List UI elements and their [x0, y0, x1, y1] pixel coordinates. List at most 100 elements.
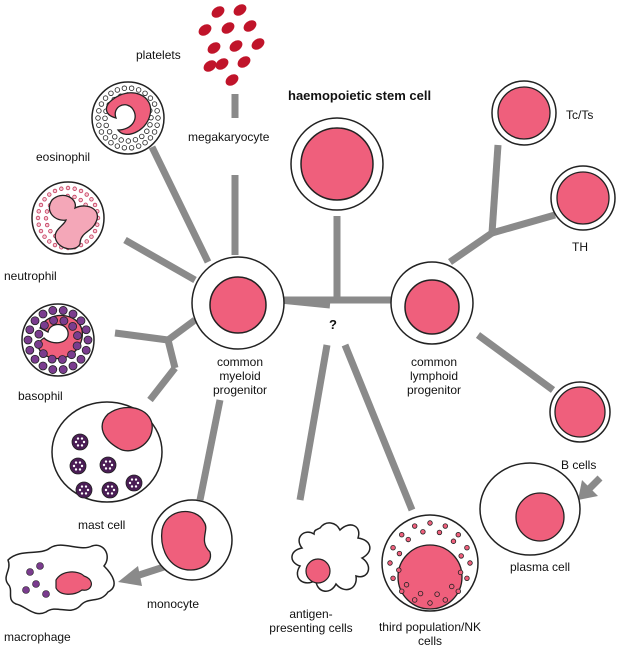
eosinophil-granule [154, 122, 160, 128]
neutrophil-granule [78, 197, 83, 203]
macrophage-granule [42, 590, 50, 598]
basophil-granule [40, 320, 49, 330]
connector-question-apc [296, 344, 331, 501]
label-stem-cell: haemopoietic stem cell [288, 88, 432, 103]
connector-question-myeloid [279, 296, 331, 309]
basophil-granule [81, 325, 91, 335]
basophil-granule [30, 354, 40, 364]
basophil-granule [38, 309, 48, 319]
basophil-granule [48, 306, 58, 315]
neutrophil-granule [42, 197, 47, 202]
mast-granule [101, 481, 119, 499]
nk-granule [405, 536, 411, 543]
nk-granule [464, 544, 470, 551]
nk-granule [455, 532, 461, 538]
nk-granule [457, 569, 464, 576]
basophil-granule [34, 329, 44, 339]
nk-granule [427, 520, 433, 526]
label-macrophage: macrophage [4, 630, 71, 644]
basophil-granule [34, 340, 43, 349]
basophil-granule [59, 316, 69, 326]
eosinophil-granule [96, 108, 102, 114]
eosinophil-granule [118, 137, 124, 143]
connector-lines [114, 94, 556, 512]
tc-ts-cell [491, 80, 557, 146]
platelet [251, 38, 265, 50]
label-question: ? [329, 317, 337, 332]
label-nk: third population/NK cells [378, 620, 482, 648]
plasma-cell [479, 462, 581, 556]
platelet [207, 42, 221, 54]
neutrophil-granule [47, 192, 52, 197]
neutrophil-granule [95, 222, 100, 227]
mast-granule [75, 481, 93, 499]
connector-mast [164, 339, 179, 369]
eosinophil-granule [139, 133, 145, 140]
eosinophil-granule [147, 135, 154, 141]
eosinophil-granule [108, 139, 114, 146]
th-cell [550, 165, 616, 231]
nk-granule [455, 588, 461, 594]
nk-granule [450, 538, 457, 544]
nk-cell [381, 514, 479, 612]
label-platelets: platelets [136, 48, 181, 62]
macrophage-cell [5, 544, 115, 615]
nk-granule [458, 553, 464, 559]
neutrophil-granule [59, 186, 64, 191]
connector-question-nk [341, 343, 416, 512]
basophil-granule [47, 354, 57, 364]
platelet [225, 74, 239, 86]
neutrophil-granule [52, 188, 58, 194]
nk-granule [420, 529, 426, 535]
neutrophil-granule [89, 234, 94, 239]
eosinophil-granule [151, 129, 158, 135]
nk-granule [396, 567, 402, 573]
label-monocyte: monocyte [147, 597, 200, 611]
platelet [229, 40, 243, 52]
platelet [211, 6, 225, 18]
neutrophil-granule [78, 188, 84, 194]
neutrophil-granule [44, 222, 50, 228]
neutrophil-granule [84, 239, 89, 244]
label-basophil: basophil [18, 389, 63, 403]
label-plasma: plasma cell [510, 560, 571, 574]
label-tc-ts: Tc/Ts [566, 108, 594, 122]
eosinophil-granule [135, 87, 142, 93]
nk-granule [403, 582, 410, 588]
neutrophil-granule [35, 215, 41, 221]
eosinophil-granule [142, 90, 148, 97]
myeloid-progenitor-cell [191, 256, 285, 350]
nk-granule [467, 560, 473, 566]
label-b-cells: B cells [561, 458, 597, 472]
neutrophil-granule [65, 185, 71, 191]
label-myeloid: common myeloid progenitor [212, 355, 268, 397]
neutrophil-granule [47, 239, 52, 244]
neutrophil-granule [52, 242, 58, 248]
connector-th [491, 211, 556, 237]
nk-granule [442, 523, 449, 529]
neutrophil-granule [89, 197, 94, 202]
basophil-granule [48, 365, 58, 374]
platelet [203, 60, 217, 72]
monocyte-cell [151, 499, 233, 581]
arrow-monocyte-macrophage [118, 561, 172, 586]
neutrophil-granule [72, 194, 77, 200]
label-antigen-presenting: antigen-presenting cells [269, 607, 353, 635]
neutrophil-granule [72, 186, 77, 191]
mast-granule [99, 456, 117, 474]
neutrophil-granule [42, 234, 47, 239]
neutrophil-granule [92, 202, 98, 208]
label-mast-cell: mast cell [78, 518, 126, 532]
eosinophil-granule [112, 134, 118, 140]
basophil-granule [81, 345, 91, 355]
neutrophil-granule [43, 216, 49, 221]
neutrophil-granule [36, 209, 41, 214]
platelet [237, 56, 251, 68]
nk-granule [464, 575, 470, 582]
eosinophil-granule [132, 137, 139, 143]
arrow-b-plasma [578, 475, 603, 500]
platelet [198, 24, 212, 36]
basophil-granule [23, 335, 33, 345]
eosinophil-granule [144, 128, 150, 134]
